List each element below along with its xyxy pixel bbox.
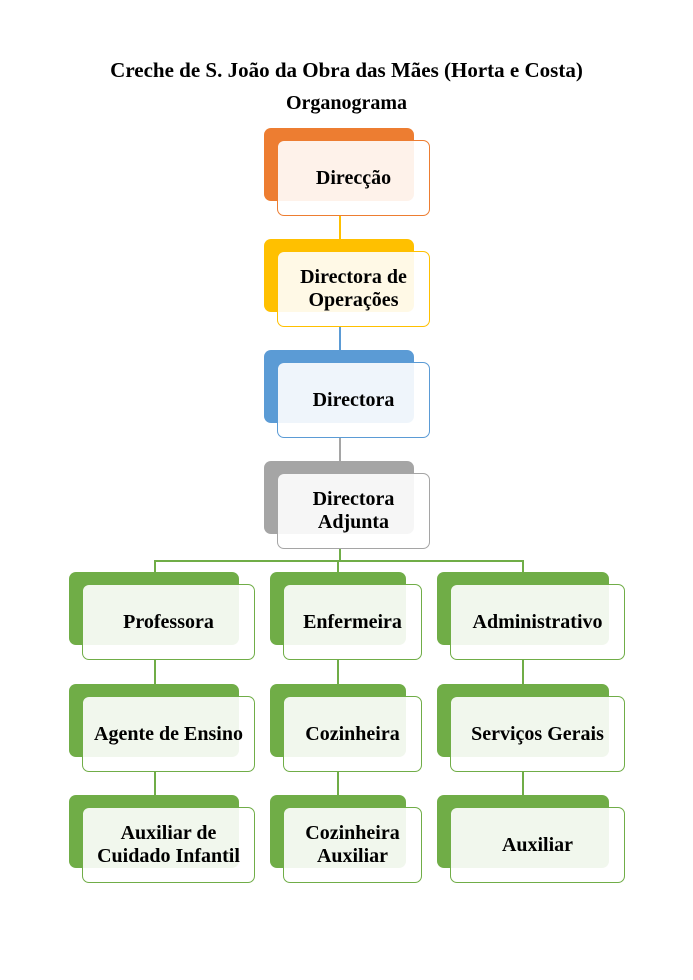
org-node-agente-ensino: Agente de Ensino [82, 696, 255, 772]
connector-line [339, 215, 341, 251]
org-node-directora: Directora [277, 362, 430, 438]
org-node-cozinheira-auxiliar: Cozinheira Auxiliar [283, 807, 422, 883]
connector-line [339, 326, 341, 362]
connector-line [522, 771, 524, 807]
chart-subtitle: Organograma [285, 92, 408, 114]
org-node-cozinheira: Cozinheira [283, 696, 422, 772]
org-node-directora-adjunta: Directora Adjunta [277, 473, 430, 549]
connector-line [339, 437, 341, 473]
org-node-label: Direcção [315, 166, 392, 189]
connector-line [522, 560, 524, 572]
org-node-label: Directora [312, 388, 395, 411]
org-node-directora-operacoes: Directora de Operações [277, 251, 430, 327]
org-node-auxiliar: Auxiliar [450, 807, 625, 883]
connector-line [154, 771, 156, 807]
org-node-auxiliar-cuidado-infantil: Auxiliar de Cuidado Infantil [82, 807, 255, 883]
connector-line [154, 660, 156, 696]
org-node-label: Administrativo [472, 610, 603, 633]
connector-line [337, 660, 339, 696]
org-node-professora: Professora [82, 584, 255, 660]
connector-line [522, 660, 524, 696]
org-node-label: Professora [123, 610, 214, 633]
org-node-label: Agente de Ensino [94, 722, 243, 745]
connector-line [339, 548, 341, 560]
org-node-label: Auxiliar de Cuidado Infantil [97, 822, 240, 867]
org-node-direccao: Direcção [277, 140, 430, 216]
org-node-label: Auxiliar [501, 833, 574, 856]
org-node-label: Serviços Gerais [471, 722, 604, 745]
connector-line [337, 560, 339, 572]
document-title: Creche de S. João da Obra das Mães (Hort… [110, 58, 583, 82]
org-node-administrativo: Administrativo [450, 584, 625, 660]
org-node-enfermeira: Enfermeira [283, 584, 422, 660]
org-node-servicos-gerais: Serviços Gerais [450, 696, 625, 772]
org-node-label: Directora Adjunta [312, 488, 395, 533]
org-node-label: Cozinheira Auxiliar [305, 822, 400, 867]
org-node-label: Enfermeira [303, 610, 402, 633]
org-node-label: Directora de Operações [300, 266, 407, 311]
connector-line [154, 560, 156, 572]
org-node-label: Cozinheira [305, 722, 400, 745]
connector-line [337, 771, 339, 807]
connector-line [154, 560, 523, 562]
